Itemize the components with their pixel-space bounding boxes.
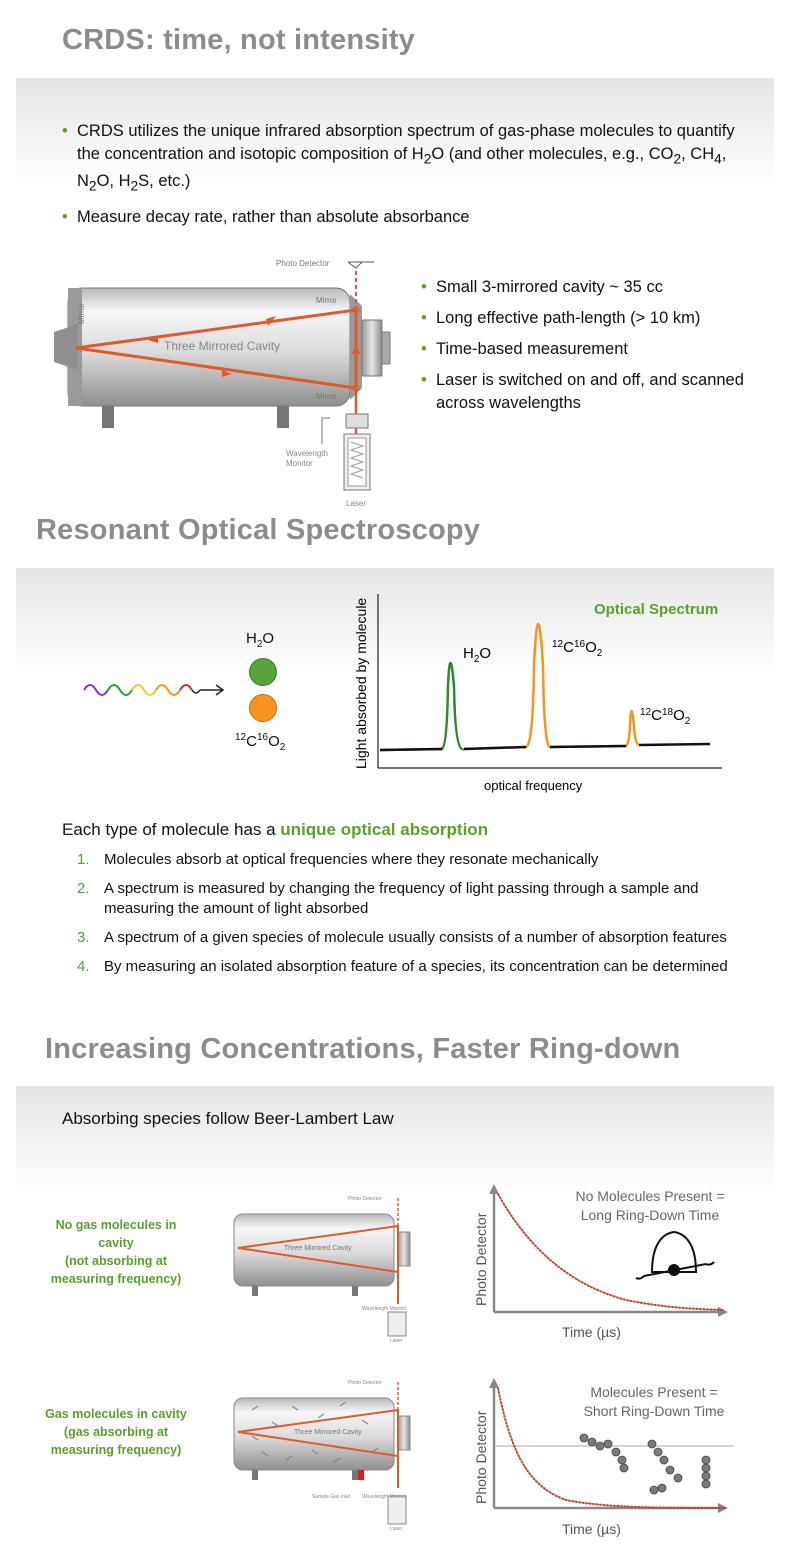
bullet-item: Long effective path-length (> 10 km) [421,307,761,330]
laser-label: Laser [390,1338,403,1342]
mirror-left-label: Mirror [77,303,86,324]
plot-title: Molecules Present = [590,1384,717,1400]
cavity-label: Three Mirrored Cavity [164,339,280,353]
wavelength-monitor-label: Wavelength Monitor [362,1494,407,1500]
spectrum-title: Optical Spectrum [594,601,718,618]
cavity-label: Three Mirrored Cavity [294,1429,362,1436]
cavity-label: Three Mirrored Cavity [284,1245,352,1252]
bullet-item: CRDS utilizes the unique infrared absorp… [62,120,752,198]
molecule-label-co2: 12C16O2 [235,732,286,753]
laser-label: Laser [390,1526,403,1532]
section1-bullets: CRDS utilizes the unique infrared absorp… [62,120,752,229]
h2o-peak [379,661,463,752]
photo-detector-label: Photo Detector [348,1196,382,1202]
section1-title: CRDS: time, not intensity [62,24,416,56]
list-item: 1.Molecules absorb at optical frequencie… [77,851,599,868]
molecule-label-h2o: H2O [246,630,275,650]
co2-16-peak [463,623,551,751]
list-item: 2.A spectrum is measured by changing the… [77,880,699,917]
bullet-item: Laser is switched on and off, and scanne… [421,369,761,415]
photo-detector-label: Photo Detector [276,259,330,268]
co2-16-peak-label: 12C16O2 [552,639,603,659]
section3-title: Increasing Concentrations, Faster Ring-d… [45,1033,681,1065]
y-axis-label: Light absorbed by molecule [353,598,369,769]
cavity-diagram-gas: Photo Detector Three Mirrored Cavity Sam… [233,1380,411,1532]
laser-label: Laser [346,499,366,508]
mirror-top-label: Mirror [316,296,337,305]
ringdown-plot-long: Photo Detector Time (µs) No Molecules Pr… [473,1184,728,1340]
h2o-molecule-circle [249,658,277,686]
bullet-item: Measure decay rate, rather than absolute… [62,206,752,229]
x-axis-label: optical frequency [484,778,583,793]
y-axis-label: Photo Detector [473,1410,489,1504]
wavelength-monitor-label: Wavelength Monitor [362,1306,407,1312]
wavelength-monitor-label: Wavelength [286,449,328,458]
section3-band [16,1086,774,1216]
plot-title: No Molecules Present = [575,1188,724,1204]
h2o-peak-label: H2O [463,645,491,665]
co2-18-peak-label: 12C18O2 [640,707,691,727]
wavelength-monitor-label: Monitor [286,459,313,468]
list-item: 4.By measuring an isolated absorption fe… [77,958,728,975]
mirror-bottom-label: Mirror [316,392,337,401]
section2-title: Resonant Optical Spectroscopy [36,514,481,546]
co2-18-peak [549,709,640,749]
plot-title: Short Ring-Down Time [584,1403,725,1419]
molecule-chain-icon [579,1433,711,1495]
ringdown-plot-short: Photo Detector Time (µs) Molecules Prese… [473,1378,734,1537]
plot-title: Long Ring-Down Time [581,1207,720,1223]
crds-cavity-diagram: Photo Detector Mirror Mirror Mirror Thre… [54,259,391,508]
photo-detector-label: Photo Detector [348,1380,382,1386]
x-axis-label: Time (µs) [562,1324,621,1340]
light-wave-icon [83,684,225,696]
absorption-intro: Each type of molecule has a unique optic… [62,820,489,839]
optical-spectrum-chart: Light absorbed by molecule optical frequ… [353,594,722,793]
y-axis-label: Photo Detector [473,1212,489,1306]
beer-lambert-subtitle: Absorbing species follow Beer-Lambert La… [62,1109,394,1128]
cavity-feature-bullets: Small 3-mirrored cavity ~ 35 cc Long eff… [421,276,761,415]
bell-icon [635,1230,715,1280]
absorption-list: 1.Molecules absorb at optical frequencie… [62,850,742,986]
section2-band [16,568,774,768]
list-item: 3.A spectrum of a given species of molec… [77,929,727,946]
sample-gas-inlet-label: Sample Gas Inlet [312,1494,351,1500]
gas-label: Gas molecules in cavity(gas absorbing at… [45,1407,187,1457]
x-axis-label: Time (µs) [562,1521,621,1537]
bullet-item: Small 3-mirrored cavity ~ 35 cc [421,276,761,299]
cavity-diagram-empty: Photo Detector Three Mirrored Cavity Wav… [233,1196,411,1342]
co2-molecule-circle [249,694,277,722]
bullet-item: Time-based measurement [421,338,761,361]
